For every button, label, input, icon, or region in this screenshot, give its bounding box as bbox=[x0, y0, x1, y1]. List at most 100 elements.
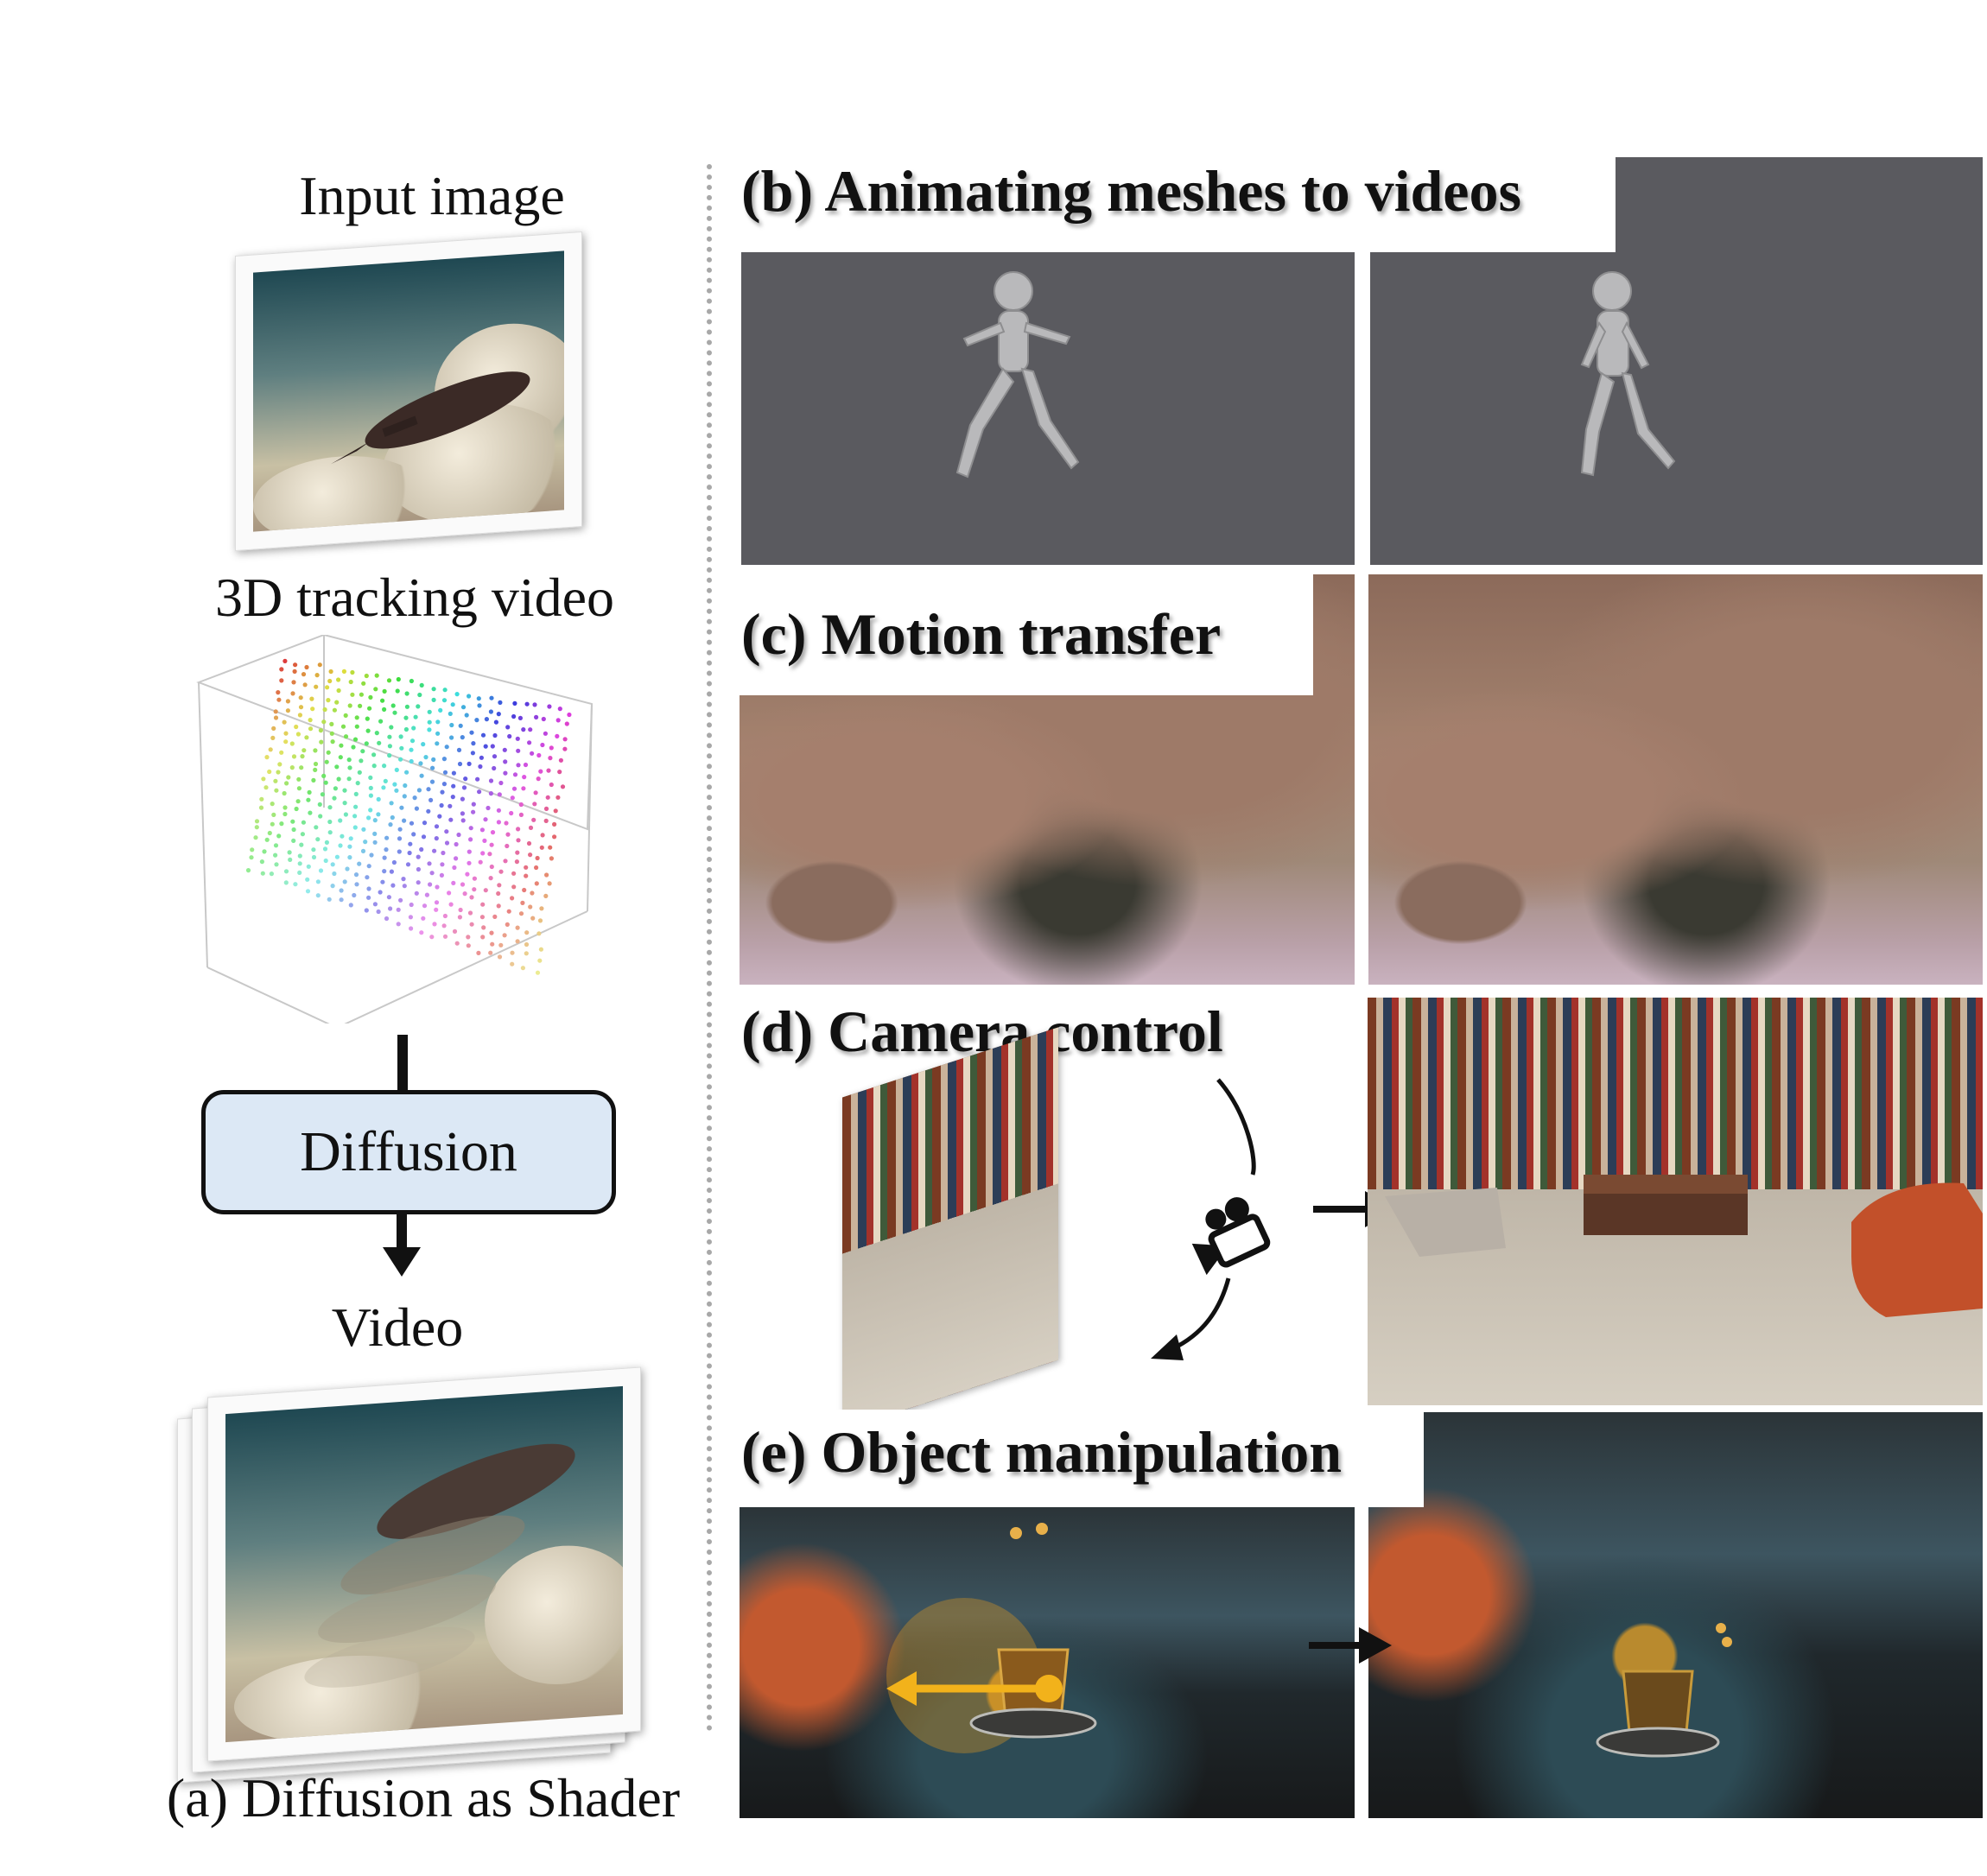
tracking-point bbox=[502, 747, 507, 752]
tracking-point bbox=[354, 724, 359, 729]
tracking-point bbox=[488, 709, 493, 714]
tracking-point bbox=[498, 700, 503, 705]
tracking-point bbox=[361, 827, 366, 832]
tracking-point bbox=[282, 790, 287, 796]
tracking-point bbox=[325, 685, 330, 690]
tracking-point bbox=[261, 776, 266, 782]
tracking-point bbox=[386, 895, 391, 900]
tracking-point bbox=[511, 871, 517, 876]
tracking-point bbox=[365, 716, 370, 721]
tracking-point bbox=[395, 688, 400, 694]
tracking-point bbox=[264, 755, 270, 760]
tracking-point bbox=[477, 703, 482, 708]
tracking-point bbox=[295, 799, 301, 804]
tracking-point bbox=[342, 879, 347, 884]
tracking-point bbox=[471, 809, 476, 814]
panel-a-caption: (a) Diffusion as Shader bbox=[166, 1767, 681, 1828]
tracking-point bbox=[416, 880, 421, 885]
tracking-point bbox=[386, 678, 392, 683]
tracking-point bbox=[555, 733, 560, 738]
video-camera-icon bbox=[1191, 1197, 1271, 1276]
tracking-point bbox=[319, 739, 324, 745]
tracking-point bbox=[330, 862, 335, 867]
tracking-point bbox=[442, 934, 448, 939]
tracking-point bbox=[346, 757, 352, 763]
tracking-point bbox=[340, 833, 345, 839]
tracking-point bbox=[537, 918, 543, 923]
tracking-point bbox=[544, 872, 549, 878]
tracking-point bbox=[330, 884, 335, 889]
tracking-point bbox=[488, 950, 493, 955]
tracking-point bbox=[368, 775, 373, 780]
tracking-point bbox=[301, 820, 306, 825]
tracking-point bbox=[426, 787, 431, 792]
tracking-point bbox=[333, 786, 338, 791]
tracking-point bbox=[366, 815, 371, 821]
tracking-point bbox=[354, 882, 359, 887]
tracking-point bbox=[423, 755, 429, 760]
tracking-point bbox=[357, 770, 362, 775]
arrow-object-output bbox=[1309, 1627, 1392, 1664]
tracking-point bbox=[524, 865, 529, 870]
tracking-point bbox=[311, 847, 316, 852]
tracking-point bbox=[360, 749, 365, 754]
tracking-point bbox=[306, 864, 311, 869]
tracking-point bbox=[270, 821, 275, 827]
tracking-point bbox=[541, 716, 546, 722]
tracking-point bbox=[479, 827, 485, 833]
panel-e-title-bg bbox=[734, 1410, 1424, 1507]
tracking-point bbox=[273, 843, 279, 848]
tracking-point bbox=[338, 843, 343, 848]
arrow-to-diffusion bbox=[397, 1035, 408, 1095]
tracking-point bbox=[348, 679, 353, 685]
tracking-point bbox=[515, 925, 520, 930]
tracking-point bbox=[417, 692, 422, 698]
tracking-point bbox=[324, 840, 329, 845]
tracking-point bbox=[535, 855, 540, 861]
tracking-point bbox=[310, 707, 315, 712]
tracking-point bbox=[511, 884, 517, 890]
tracking-point bbox=[332, 707, 337, 713]
tracking-point bbox=[404, 704, 409, 709]
tracking-point bbox=[388, 906, 393, 911]
tracking-point bbox=[549, 745, 554, 751]
tracking-point bbox=[444, 829, 449, 834]
tracking-point bbox=[245, 868, 251, 873]
tracking-point bbox=[381, 785, 386, 790]
tracking-point bbox=[488, 876, 493, 881]
tracking-point bbox=[460, 735, 465, 740]
tracking-point bbox=[547, 704, 552, 709]
tracking-point bbox=[338, 755, 343, 760]
tracking-point bbox=[534, 881, 539, 886]
tracking-point bbox=[384, 835, 390, 840]
panel-c-title-bg bbox=[734, 574, 1313, 695]
tracking-point bbox=[521, 786, 526, 791]
tracking-point bbox=[259, 796, 264, 802]
cafe-frame-1 bbox=[740, 1507, 1355, 1818]
tracking-point bbox=[336, 688, 341, 694]
tracking-point bbox=[448, 902, 454, 907]
tracking-point bbox=[297, 870, 302, 875]
tracking-point bbox=[343, 713, 348, 718]
tracking-point bbox=[338, 818, 343, 823]
tracking-point bbox=[397, 836, 403, 841]
tracking-point bbox=[416, 788, 422, 793]
tracking-point bbox=[378, 890, 383, 895]
tracking-point bbox=[364, 673, 369, 679]
tracking-point bbox=[299, 765, 304, 770]
tracking-point bbox=[440, 789, 445, 795]
tracking-point bbox=[424, 892, 429, 897]
tracking-point bbox=[382, 869, 387, 874]
tracking-point bbox=[521, 727, 526, 732]
tracking-point bbox=[482, 838, 487, 843]
mesh-frame-2 bbox=[1370, 252, 1983, 565]
tracking-point bbox=[371, 764, 377, 769]
tracking-point bbox=[283, 731, 289, 736]
tracking-point bbox=[450, 795, 455, 800]
point-cloud-3d bbox=[196, 635, 594, 1024]
tracking-point bbox=[382, 764, 387, 769]
tracking-point bbox=[271, 726, 276, 731]
tracking-point bbox=[291, 838, 296, 843]
tracking-point bbox=[427, 709, 432, 714]
tracking-point bbox=[516, 838, 521, 843]
